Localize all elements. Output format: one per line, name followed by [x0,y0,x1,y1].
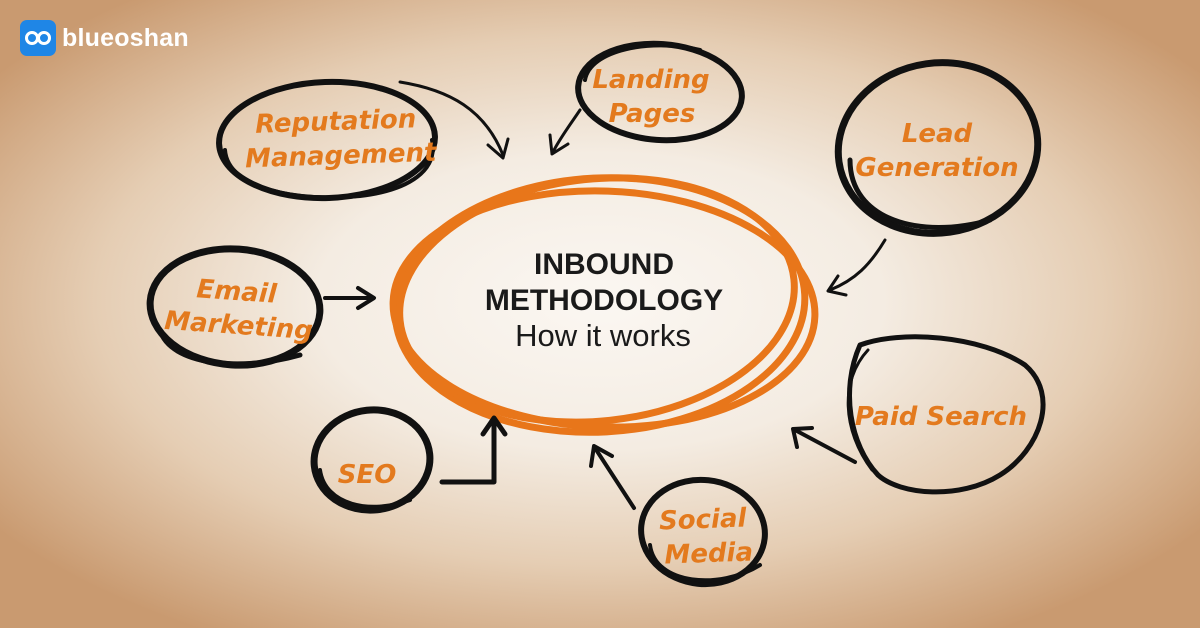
reputation-bubble [216,78,438,202]
social-label-line2: Media [664,537,754,570]
social-label-line1: Social [659,503,748,536]
arrow-landing [548,108,582,156]
lead-label-line2: Generation [855,153,1018,183]
landing-label-line1: Landing [592,65,709,95]
brand-logo[interactable]: blueoshan [20,20,189,56]
center-title-line2: METHODOLOGY [485,284,723,317]
arrow-paid [791,426,857,464]
landing-bubble [575,40,745,144]
arrow-email [323,286,376,310]
reputation-label-line1: Reputation [255,104,417,140]
center-title-line1: INBOUND [534,248,674,281]
paid-bubble [846,334,1046,495]
reputation-label-line2: Management [245,138,439,175]
email-bubble [146,245,324,369]
arrow-lead [826,238,887,297]
email-label-line2: Marketing [163,306,313,346]
seo-label: SEO [338,460,397,490]
lead-label-line1: Lead [902,119,973,149]
lead-bubble [834,59,1042,237]
center-ring [389,174,819,436]
center-subtitle: How it works [515,318,691,353]
infinity-logo-icon [20,20,56,56]
email-label-line1: Email [195,274,278,310]
landing-label-line2: Pages [609,99,696,129]
seo-bubble [310,406,434,514]
arrow-reputation [398,80,510,160]
arrow-social [589,444,636,510]
social-bubble [638,476,768,588]
paid-label: Paid Search [855,402,1027,432]
brand-name: blueoshan [62,23,189,52]
arrow-seo [439,415,508,485]
